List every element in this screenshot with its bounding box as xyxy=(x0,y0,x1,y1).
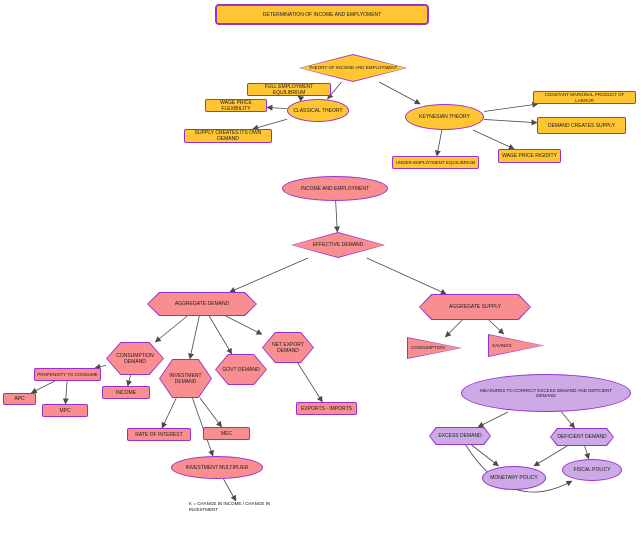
edge-deficient_demand-to-monetary_policy xyxy=(533,445,568,467)
node-wage-price-rigidity-label: WAGE PRICE RIGIDITY xyxy=(502,153,557,159)
node-consumption-demand-label: CONSUMPTION DEMAND xyxy=(116,352,154,365)
edge-measures-to-deficient_demand xyxy=(561,411,575,429)
node-fiscal-policy-label: FISCAL POLICY xyxy=(573,467,611,473)
edge-aggregate_supply-to-consumption xyxy=(445,319,463,338)
edge-classical_theory-to-wage_price_flexibility xyxy=(266,104,288,111)
node-excess-demand-label: EXCESS DEMAND xyxy=(438,433,482,439)
node-effective-demand-label: EFFECTIVE DEMAND xyxy=(312,242,364,248)
node-investment-multiplier: INVESTMENT MULTIPLIER xyxy=(171,456,263,479)
node-investment-multiplier-label: INVESTMENT MULTIPLIER xyxy=(185,464,249,471)
node-effective-demand: EFFECTIVE DEMAND xyxy=(291,232,385,258)
edge-investment_demand-to-rate_of_interest xyxy=(161,397,177,429)
node-under-employment-equilibrium: UNDER-EMPLOYMENT EQUILIBRIUM xyxy=(392,156,479,169)
node-income: INCOME xyxy=(102,386,150,399)
node-apc: APC xyxy=(3,393,36,405)
node-savings-label: SAVINGS xyxy=(492,342,512,348)
edge-aggregate_demand-to-govt_demand xyxy=(208,315,233,355)
node-rate-of-interest-label: RATE OF INTEREST xyxy=(135,431,183,438)
node-apc-label: APC xyxy=(14,396,25,402)
node-classical-theory-label: CLASSICAL THEORY xyxy=(293,107,343,114)
edge-theory-to-keynesian_theory xyxy=(378,81,421,105)
edge-classical_theory-to-full_employment_eq xyxy=(297,95,305,102)
node-consumption-label: CONSUMPTION xyxy=(411,345,445,351)
node-theory-of-income-and-employment: THEORY OF INCOME AND EMPLOYMENT xyxy=(299,54,407,82)
edge-effective_demand-to-aggregate_demand xyxy=(229,257,309,293)
node-investment-demand-label: INVESTMENT DEMAND xyxy=(169,372,202,385)
node-govt-demand-label: GOVT DEMAND xyxy=(222,366,260,373)
node-income-label: INCOME xyxy=(116,389,136,396)
node-mpc: MPC xyxy=(42,404,88,417)
node-monetary-policy: MONETARY POLICY xyxy=(482,466,546,490)
node-income-and-employment-label: INCOME AND EMPLOYMENT xyxy=(300,185,370,192)
node-aggregate-demand-label: AGGREGATE DEMAND xyxy=(174,301,230,307)
node-wage-price-flexibility: WAGE PRICE FLEXIBILITY xyxy=(205,99,267,112)
node-wage-price-flexibility-label: WAGE PRICE FLEXIBILITY xyxy=(220,99,252,112)
node-supply-creates-its-own-demand-label: SUPPLY CREATES ITS OWN DEMAND xyxy=(194,130,262,142)
node-supply-creates-its-own-demand: SUPPLY CREATES ITS OWN DEMAND xyxy=(184,129,272,143)
edge-excess_demand-to-monetary_policy xyxy=(471,444,499,467)
node-monetary-policy-label: MONETARY POLICY xyxy=(490,475,538,481)
node-title: DETERMINATION OF INCOME AND EMPLYOMENT xyxy=(215,4,429,25)
node-income-and-employment: INCOME AND EMPLOYMENT xyxy=(282,176,388,201)
node-wage-price-rigidity: WAGE PRICE RIGIDITY xyxy=(498,149,561,163)
node-excess-demand: EXCESS DEMAND xyxy=(429,427,491,445)
node-investment-demand: INVESTMENT DEMAND xyxy=(159,359,212,398)
node-exports-imports: EXPORTS - IMPORTS xyxy=(296,402,357,415)
edge-deficient_demand-to-fiscal_policy xyxy=(584,445,590,460)
edge-keynesian_theory-to-constant_marginal_product xyxy=(483,101,539,112)
node-savings: SAVINGS xyxy=(488,334,544,357)
node-deficient-demand: DEFICIENT DEMAND xyxy=(550,428,614,446)
node-full-employment-equilibrium: FULL EMPLOYMENT EQUILIBRIUM xyxy=(247,83,331,96)
node-demand-creates-supply-label: DEMAND CREATES SUPPLY xyxy=(547,122,616,129)
edge-aggregate_demand-to-net_export_demand xyxy=(225,315,263,335)
edge-propensity_to_consume-to-mpc xyxy=(62,380,69,405)
node-constant-marginal-product-label: CONSTANT MARGINAL PRODUCT OF LABOUR xyxy=(544,92,625,103)
node-net-export-demand: NET EXPORT DEMAND xyxy=(262,332,314,363)
edge-keynesian_theory-to-demand_creates_supply xyxy=(483,119,538,126)
node-fiscal-policy: FISCAL POLICY xyxy=(562,459,622,481)
node-consumption: CONSUMPTION xyxy=(407,337,462,359)
edge-keynesian_theory-to-wage_price_rigidity xyxy=(472,129,515,150)
node-under-employment-equilibrium-label: UNDER-EMPLOYMENT EQUILIBRIUM xyxy=(395,159,476,165)
node-exports-imports-label: EXPORTS - IMPORTS xyxy=(301,405,352,412)
edge-aggregate_supply-to-savings xyxy=(488,319,505,335)
node-classical-theory: CLASSICAL THEORY xyxy=(287,99,349,122)
node-keynesian-theory: KEYNESIAN THEORY xyxy=(405,104,484,130)
edge-propensity_to_consume-to-apc xyxy=(30,380,55,394)
node-keynesian-theory-label: KEYNESIAN THEORY xyxy=(419,114,470,120)
node-aggregate-demand: AGGREGATE DEMAND xyxy=(147,292,257,316)
edge-effective_demand-to-aggregate_supply xyxy=(366,257,447,295)
node-rate-of-interest: RATE OF INTEREST xyxy=(127,428,191,441)
node-net-export-demand-label: NET EXPORT DEMAND xyxy=(272,341,304,354)
node-mpc-label: MPC xyxy=(59,407,71,414)
edge-investment_demand-to-mec xyxy=(199,397,222,428)
edge-aggregate_demand-to-consumption_demand xyxy=(154,315,188,343)
node-consumption-demand: CONSUMPTION DEMAND xyxy=(106,342,164,375)
edge-measures-to-excess_demand xyxy=(477,411,509,428)
node-propensity-to-consume-label: PROPENSITY TO CONSUME xyxy=(37,371,98,377)
edge-investment_multiplier-to-k_formula xyxy=(223,478,237,502)
edge-income_and_employment-to-effective_demand xyxy=(334,200,341,233)
node-propensity-to-consume: PROPENSITY TO CONSUME xyxy=(34,368,101,381)
node-measures-label: MEASURES TO CORRECT EXCESS DEMAND AND DE… xyxy=(480,387,612,398)
node-demand-creates-supply: DEMAND CREATES SUPPLY xyxy=(537,117,626,134)
node-title-label: DETERMINATION OF INCOME AND EMPLYOMENT xyxy=(262,11,382,18)
node-govt-demand: GOVT DEMAND xyxy=(215,354,267,385)
node-full-employment-equilibrium-label: FULL EMPLOYMENT EQUILIBRIUM xyxy=(264,83,314,96)
node-theory-label: THEORY OF INCOME AND EMPLOYMENT xyxy=(308,65,398,71)
node-measures-to-correct-demand: MEASURES TO CORRECT EXCESS DEMAND AND DE… xyxy=(461,374,631,412)
node-constant-marginal-product-of-labour: CONSTANT MARGINAL PRODUCT OF LABOUR xyxy=(533,91,636,104)
edge-classical_theory-to-supply_creates_own_demand xyxy=(252,118,288,131)
node-mec: MEC xyxy=(203,427,250,440)
node-aggregate-supply-label: AGGREGATE SUPPLY xyxy=(448,304,502,310)
edge-net_export_demand-to-exports_imports xyxy=(297,362,323,403)
edge-aggregate_demand-to-investment_demand xyxy=(188,315,200,360)
edge-keynesian_theory-to-under_employment_eq xyxy=(434,129,443,157)
edge-consumption_demand-to-income xyxy=(126,374,133,387)
node-aggregate-supply: AGGREGATE SUPPLY xyxy=(419,294,531,320)
node-k-formula-text: K = CHANGE IN INCOME / CHANGE IN INVESTM… xyxy=(189,501,271,512)
node-deficient-demand-label: DEFICIENT DEMAND xyxy=(557,434,607,440)
node-mec-label: MEC xyxy=(220,430,233,437)
